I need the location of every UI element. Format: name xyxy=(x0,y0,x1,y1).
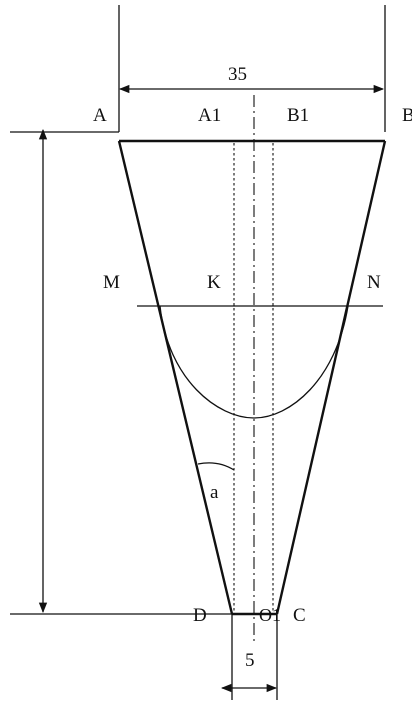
label-angle: a xyxy=(210,482,219,503)
label-a: A xyxy=(93,105,107,126)
label-bottom-width: 5 xyxy=(245,650,255,671)
label-a1: A1 xyxy=(198,105,221,126)
angle-arc xyxy=(197,462,235,471)
label-m: M xyxy=(103,272,120,293)
label-d: D xyxy=(193,605,207,626)
label-c: C xyxy=(293,605,306,626)
label-n: N xyxy=(367,272,381,293)
label-k: K xyxy=(207,272,221,293)
label-top-width: 35 xyxy=(228,64,247,85)
funnel-left-edge xyxy=(117,140,234,615)
label-b: B xyxy=(402,105,412,126)
label-o1: O1 xyxy=(259,605,281,625)
funnel-right-edge xyxy=(275,140,387,615)
curve-mn xyxy=(159,305,349,419)
label-b1: B1 xyxy=(287,105,309,126)
